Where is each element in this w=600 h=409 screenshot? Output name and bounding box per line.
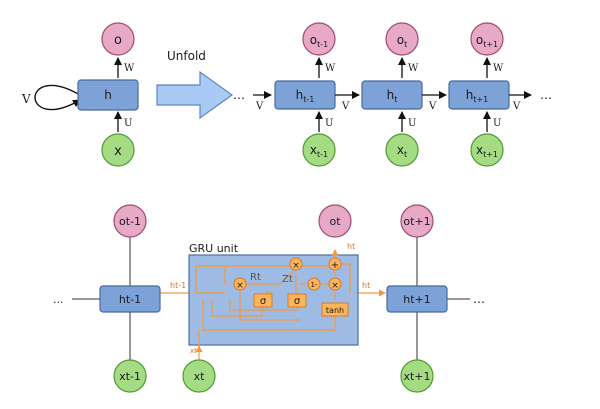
ht-edge-label: ht [362,281,370,290]
hidden-node-ht-plus-1 [386,285,448,313]
output-label-ot-minus-1: ot-1 [119,215,141,228]
output-node-t-plus-1 [470,22,504,56]
input-label-t-minus-1: xt-1 [310,143,328,159]
update-multiply-label: × [292,261,300,271]
unfolded-ellipsis-left: … [233,88,245,102]
update-multiply-node [289,257,303,271]
folded-u-label: U [124,118,132,129]
w-label-t-minus-1: W [325,63,336,74]
sum-label: + [331,260,339,271]
xt-in-edge-label: xt [190,347,197,355]
hidden-label-t-plus-1: ht+1 [466,88,489,104]
input-label-t-plus-1: xt+1 [476,143,498,159]
unfolded-v-label-1: V [341,101,350,112]
output-node-t [385,22,419,56]
sum-node [328,257,342,271]
folded-output-label: o [114,33,122,48]
folded-hidden-label: h [104,88,112,102]
output-node-ot-plus-1 [400,204,434,238]
loop-label: V [21,92,31,106]
unfolded-cell-t-minus-1: ot-1 W ht-1 U xt-1 [274,22,336,167]
gru-unit-title: GRU unit [189,242,239,255]
recurrent-loop-edge [34,84,81,111]
output-label-ot: ot [329,215,341,228]
unfolded-v-label-2: V [428,101,437,112]
reset-sigma-gate [253,293,273,308]
u-label-t-plus-1: U [493,118,501,129]
reset-gate-label: Rt [250,272,261,283]
gru-internal-wiring [195,249,351,363]
output-node-ot [318,204,352,238]
unfolded-v-label-3: V [512,101,521,112]
tanh-label: tanh [326,306,344,315]
folded-output-node [101,22,135,56]
input-label-xt-minus-1: xt-1 [119,370,141,383]
folded-hidden-node [77,79,139,111]
w-label-t: W [408,63,419,74]
reset-sigma-label: σ [260,296,267,307]
input-node-t [385,133,419,167]
bottom-ellipsis-left: ... [53,293,64,306]
tanh-gate [321,302,349,317]
one-minus-node [307,277,321,291]
u-label-t-minus-1: U [325,118,333,129]
folded-rnn: V o W h U x [21,22,139,167]
update-gate-label: Zt [282,274,293,285]
unfolded-cell-t-plus-1: ot+1 W ht+1 U xt+1 [448,22,510,167]
output-node-t-minus-1 [302,22,336,56]
hidden-node-ht-minus-1 [99,285,161,313]
input-node-t-plus-1 [470,133,504,167]
w-label-t-plus-1: W [493,63,504,74]
unfolded-v-label-0: V [255,101,264,112]
update-sigma-gate [287,293,307,308]
folded-input-label: x [114,144,122,159]
unfolded-ellipsis-right: … [540,88,552,102]
output-label-t: ot [397,33,407,49]
input-label-xt: xt [194,370,206,383]
reset-multiply-label: × [236,281,244,291]
input-label-xt-plus-1: xt+1 [403,370,430,383]
unfolded-cell-t: ot W ht U xt [361,22,423,167]
ht-minus-1-edge-label: ht-1 [170,281,186,290]
unfold-arrow-shape [156,70,234,120]
update-sigma-label: σ [294,296,301,307]
output-node-ot-minus-1 [113,204,147,238]
candidate-multiply-label: × [331,281,339,291]
bottom-ellipsis-right: … [473,292,485,306]
input-node-xt-minus-1 [113,359,147,393]
folded-input-node [101,133,135,167]
input-node-t-minus-1 [302,133,336,167]
hidden-label-ht-plus-1: ht+1 [403,293,431,306]
gru-section: ... … ot-1 ht-1 xt-1 ot+1 ht+1 xt+1 GRU … [53,204,485,393]
input-label-t: xt [397,143,407,159]
unfold-label: Unfold [167,49,206,63]
output-label-t-plus-1: ot+1 [476,33,498,49]
u-label-t: U [408,118,416,129]
input-node-xt [182,359,216,393]
unfold-arrow: Unfold [156,49,234,120]
reset-multiply-node [233,277,247,291]
ht-up-edge-label: ht [347,242,355,251]
unfolded-rnn: … V ot-1 W ht-1 U xt-1 V [233,22,552,167]
gru-unit: GRU unit [188,242,359,363]
hidden-label-t: ht [387,88,398,104]
hidden-label-ht-minus-1: ht-1 [119,293,141,306]
one-minus-label: 1- [311,281,318,289]
folded-w-label: W [124,63,135,74]
input-node-xt-plus-1 [400,359,434,393]
output-label-t-minus-1: ot-1 [310,33,328,49]
candidate-multiply-node [328,277,342,291]
output-label-ot-plus-1: ot+1 [403,215,430,228]
hidden-label-t-minus-1: ht-1 [296,88,315,104]
